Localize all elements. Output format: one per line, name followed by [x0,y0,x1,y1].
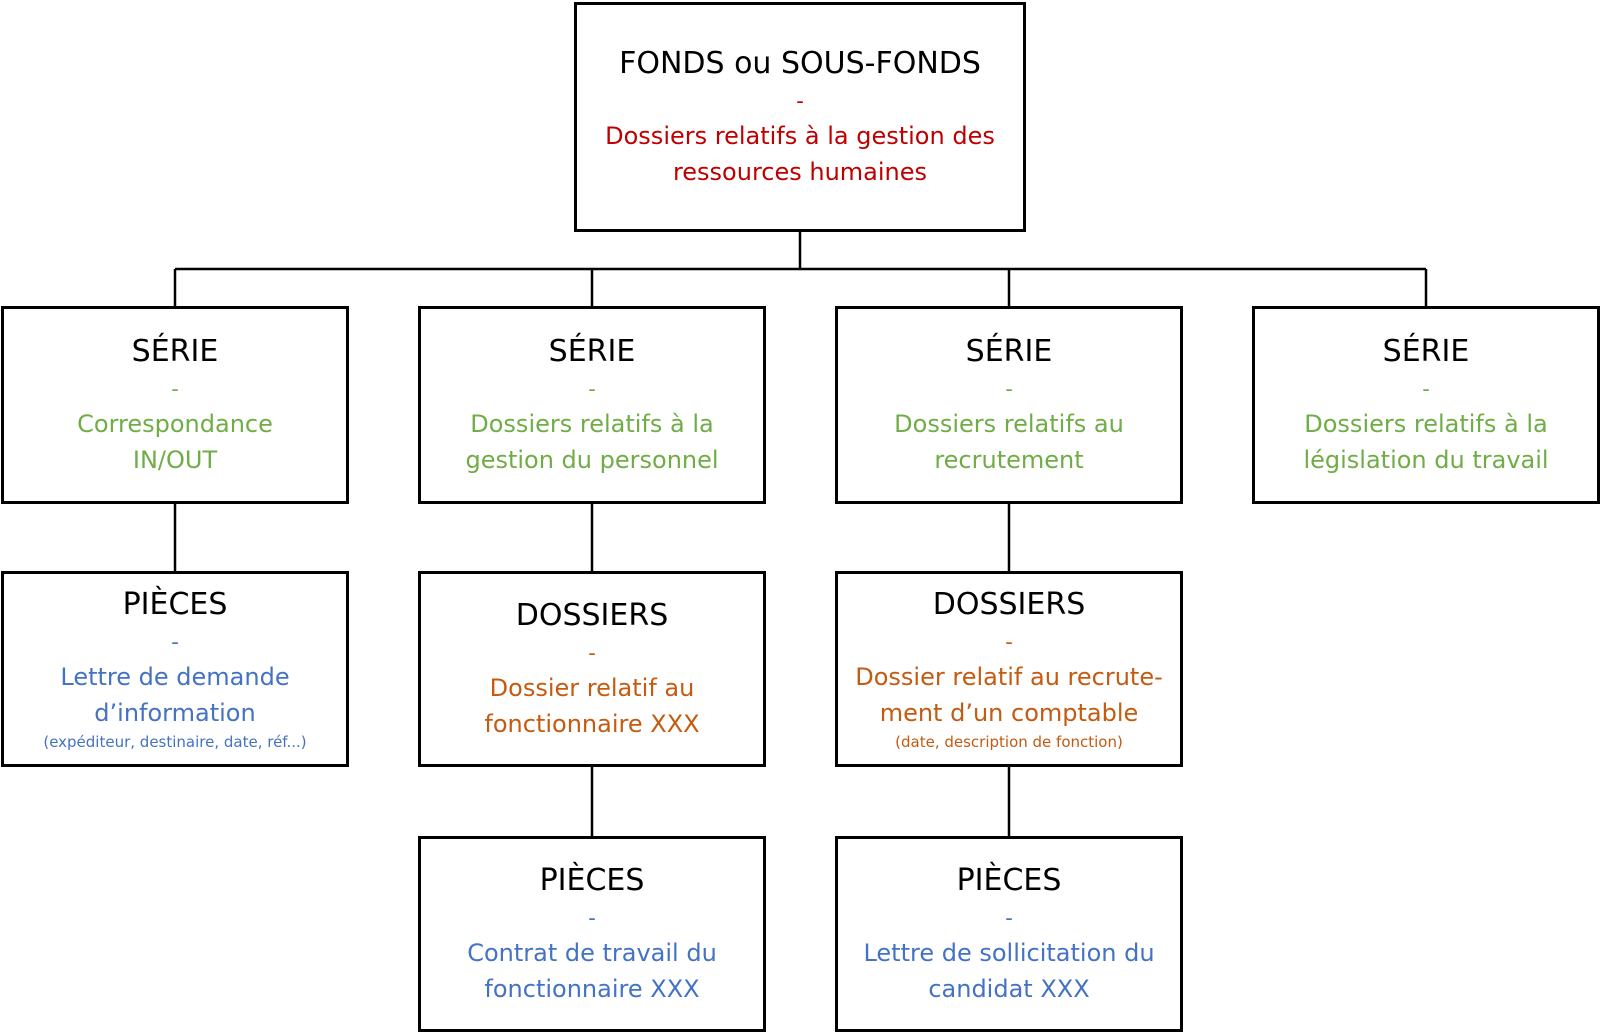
serie-description: Dossiers relatifs au recrutement [894,410,1124,474]
pieces-title: PIÈCES [539,863,645,898]
serie-description: Dossiers relatifs à la législation du tr… [1303,410,1549,474]
dossiers-note: (date, description de fonction) [895,733,1123,751]
serie-box-correspondance: SÉRIE - Correspondance IN/OUT [1,306,349,504]
fonds-description: Dossiers relatifs à la gestion des resso… [605,122,995,186]
serie-dash: - [1005,377,1013,401]
pieces-description: Contrat de travail du fonctionnaire XXX [467,939,717,1003]
dossiers-dash: - [588,641,596,665]
pieces-dash: - [588,906,596,930]
pieces-dash: - [171,630,179,654]
serie-box-recrutement: SÉRIE - Dossiers relatifs au recrutement [835,306,1183,504]
dossiers-title: DOSSIERS [932,587,1086,622]
pieces-title: PIÈCES [956,863,1062,898]
pieces-title: PIÈCES [122,587,228,622]
serie-box-gestion-personnel: SÉRIE - Dossiers relatifs à la gestion d… [418,306,766,504]
dossiers-title: DOSSIERS [515,598,669,633]
pieces-dash: - [1005,906,1013,930]
dossiers-box-recrutement-comptable: DOSSIERS - Dossier relatif au recrute-me… [835,571,1183,767]
pieces-note: (expéditeur, destinaire, date, réf...) [43,733,307,751]
fonds-dash: - [796,89,804,113]
serie-dash: - [1422,377,1430,401]
serie-title: SÉRIE [965,334,1053,369]
dossiers-description: Dossier relatif au fonctionnaire XXX [484,674,700,738]
pieces-description: Lettre de sollicitation du candidat XXX [863,939,1155,1003]
serie-dash: - [171,377,179,401]
pieces-box-lettre-sollicitation: PIÈCES - Lettre de sollicitation du cand… [835,836,1183,1032]
pieces-box-lettre-demande: PIÈCES - Lettre de demande d’information… [1,571,349,767]
serie-box-legislation: SÉRIE - Dossiers relatifs à la législati… [1252,306,1600,504]
pieces-box-contrat-travail: PIÈCES - Contrat de travail du fonctionn… [418,836,766,1032]
serie-title: SÉRIE [131,334,219,369]
fonds-box: FONDS ou SOUS-FONDS - Dossiers relatifs … [574,2,1026,232]
dossiers-box-fonctionnaire: DOSSIERS - Dossier relatif au fonctionna… [418,571,766,767]
dossiers-description: Dossier relatif au recrute-ment d’un com… [855,663,1163,727]
serie-title: SÉRIE [1382,334,1470,369]
serie-description: Correspondance IN/OUT [77,410,273,474]
serie-description: Dossiers relatifs à la gestion du person… [465,410,719,474]
serie-title: SÉRIE [548,334,636,369]
pieces-description: Lettre de demande d’information [60,663,290,727]
fonds-title: FONDS ou SOUS-FONDS [619,46,981,81]
dossiers-dash: - [1005,630,1013,654]
serie-dash: - [588,377,596,401]
